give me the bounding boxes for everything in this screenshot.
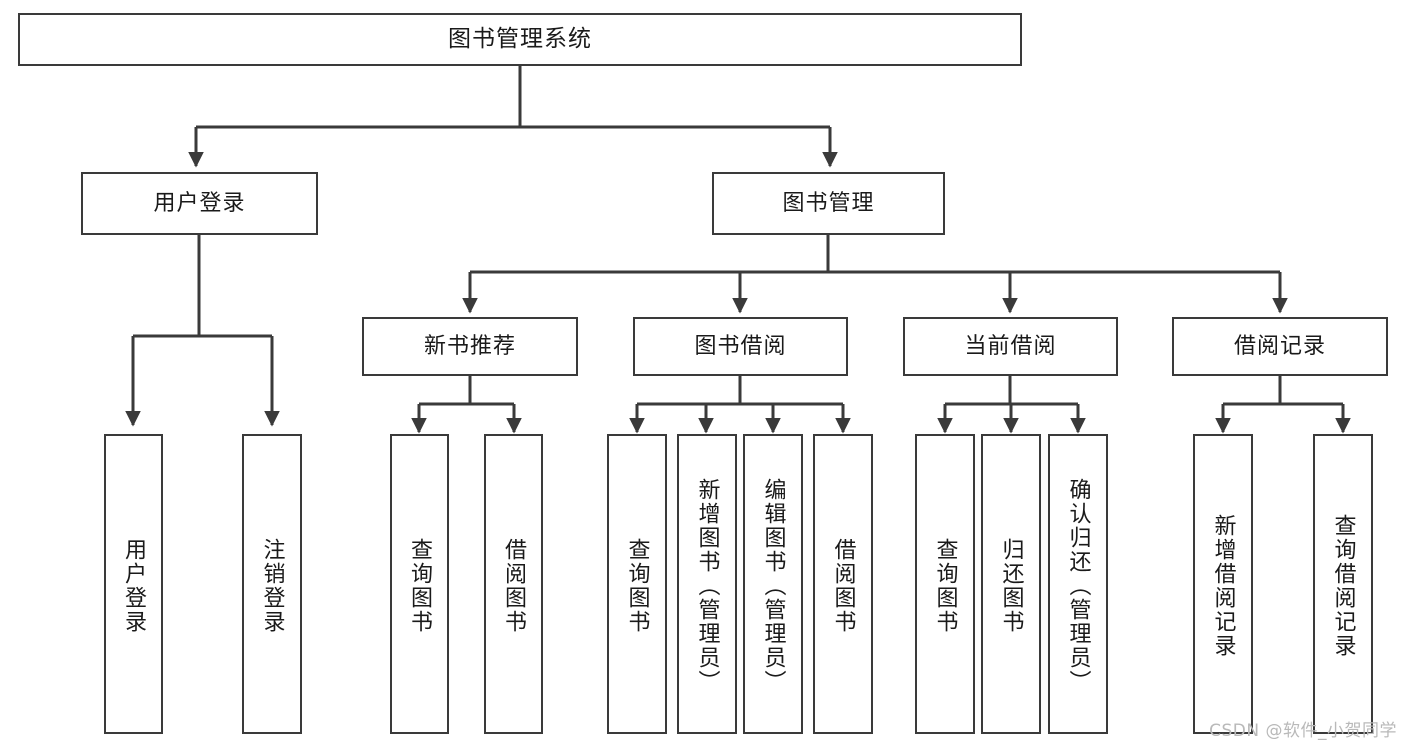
node-label: 查询图书 bbox=[624, 538, 650, 634]
node-leaf-return-book[interactable]: 归还图书 bbox=[981, 434, 1041, 734]
node-label: 借阅图书 bbox=[501, 538, 527, 634]
node-label: 编辑图书（管理员） bbox=[760, 478, 786, 694]
node-leaf-add-book-admin[interactable]: 新增图书（管理员） bbox=[677, 434, 737, 734]
node-label: 图书管理 bbox=[782, 190, 875, 216]
node-leaf-query-book-recommend[interactable]: 查询图书 bbox=[390, 434, 449, 734]
node-label: 用户登录 bbox=[153, 190, 246, 216]
node-leaf-query-borrow-record[interactable]: 查询借阅记录 bbox=[1313, 434, 1373, 734]
node-leaf-query-book-borrow[interactable]: 查询图书 bbox=[607, 434, 667, 734]
node-label: 注销登录 bbox=[259, 538, 285, 634]
node-borrow-record[interactable]: 借阅记录 bbox=[1172, 317, 1388, 376]
node-leaf-confirm-return-admin[interactable]: 确认归还（管理员） bbox=[1048, 434, 1108, 734]
node-label: 用户登录 bbox=[121, 538, 147, 634]
node-leaf-borrow-book-recommend[interactable]: 借阅图书 bbox=[484, 434, 543, 734]
node-label: 借阅图书 bbox=[830, 538, 856, 634]
node-leaf-user-login[interactable]: 用户登录 bbox=[104, 434, 163, 734]
node-label: 当前借阅 bbox=[964, 333, 1057, 359]
node-label: 查询借阅记录 bbox=[1330, 514, 1356, 658]
node-leaf-add-borrow-record[interactable]: 新增借阅记录 bbox=[1193, 434, 1253, 734]
node-label: 新增借阅记录 bbox=[1210, 514, 1236, 658]
node-label: 新增图书（管理员） bbox=[694, 478, 720, 694]
node-user-login[interactable]: 用户登录 bbox=[81, 172, 318, 235]
node-leaf-borrow-book[interactable]: 借阅图书 bbox=[813, 434, 873, 734]
node-leaf-query-book-current[interactable]: 查询图书 bbox=[915, 434, 975, 734]
node-label: 新书推荐 bbox=[423, 333, 516, 359]
node-leaf-logout[interactable]: 注销登录 bbox=[242, 434, 302, 734]
node-book-borrow[interactable]: 图书借阅 bbox=[633, 317, 848, 376]
node-label: 图书借阅 bbox=[694, 333, 787, 359]
node-label: 查询图书 bbox=[407, 538, 433, 634]
node-leaf-edit-book-admin[interactable]: 编辑图书（管理员） bbox=[743, 434, 803, 734]
node-root-book-management-system[interactable]: 图书管理系统 bbox=[18, 13, 1022, 66]
node-label: 图书管理系统 bbox=[448, 25, 592, 52]
node-new-book-recommend[interactable]: 新书推荐 bbox=[362, 317, 578, 376]
node-label: 确认归还（管理员） bbox=[1065, 478, 1091, 694]
node-label: 查询图书 bbox=[932, 538, 958, 634]
node-label: 归还图书 bbox=[998, 538, 1024, 634]
node-label: 借阅记录 bbox=[1233, 333, 1326, 359]
node-book-management[interactable]: 图书管理 bbox=[712, 172, 945, 235]
node-current-borrow[interactable]: 当前借阅 bbox=[903, 317, 1118, 376]
